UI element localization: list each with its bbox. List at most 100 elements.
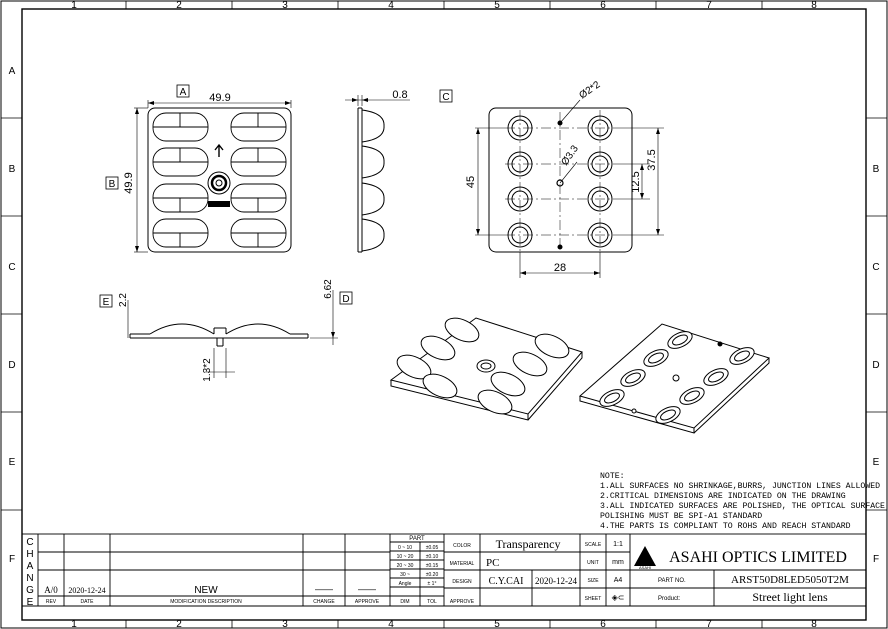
bottom-outline bbox=[488, 107, 633, 253]
col-label-4: 4 bbox=[388, 0, 394, 11]
modification-description: NEW bbox=[194, 585, 218, 596]
center-hole bbox=[556, 179, 564, 187]
rev-date: 2020-12-24 bbox=[68, 586, 105, 595]
direction-arrow-icon bbox=[214, 143, 224, 157]
view-tag-a bbox=[176, 84, 190, 98]
tolerance-title: PART bbox=[409, 536, 425, 542]
note-line: POLISHING MUST BE SPI-A1 STANDARD bbox=[600, 512, 762, 521]
note-line: 2.CRITICAL DIMENSIONS ARE INDICATED ON T… bbox=[600, 492, 846, 501]
col-label-3: 3 bbox=[282, 619, 288, 629]
rev-value: A/0 bbox=[44, 585, 58, 595]
dim-bottom-pin: 1.3*2 bbox=[202, 358, 213, 382]
material-label: MATERIAL bbox=[450, 561, 475, 567]
isometric-bottom-view bbox=[578, 323, 770, 434]
row-label-f: F bbox=[873, 554, 879, 565]
view-tag-b bbox=[105, 176, 119, 190]
scale-label: SCALE bbox=[585, 542, 602, 548]
hdr-approve: APPROVE bbox=[355, 599, 380, 605]
note-line: 4.THE PARTS IS COMPLIANT TO ROHS AND REA… bbox=[600, 522, 851, 531]
tol-dim-header: DIM bbox=[400, 599, 409, 605]
view-a-labels: A 49.9 B 49.9 bbox=[105, 84, 231, 194]
view-e-labels: E 2.2 6.62 1.3*2 D bbox=[99, 279, 353, 382]
view-tag-e bbox=[99, 294, 113, 308]
dim-thickness: 0.8 bbox=[392, 89, 407, 101]
view-tag-b-text: B bbox=[109, 179, 116, 190]
row-label-e: E bbox=[873, 457, 880, 468]
view-tag-e-text: E bbox=[103, 297, 110, 308]
part-no-label: PART NO. bbox=[658, 578, 686, 584]
notes-block: NOTE: 1.ALL SURFACES NO SHRINKAGE,BURRS,… bbox=[600, 472, 885, 531]
dim-boss-height: 6.62 bbox=[323, 279, 334, 299]
col-label-2: 2 bbox=[176, 0, 182, 11]
company-logo-text: ASAHI bbox=[639, 565, 651, 570]
dim-overall-height: 45 bbox=[465, 176, 477, 188]
change-letter: A bbox=[27, 561, 34, 572]
tol-tol-header: TOL bbox=[427, 599, 437, 605]
logo-label: typeM bbox=[212, 202, 226, 208]
col-label-5: 5 bbox=[494, 619, 500, 629]
color-label: COLOR bbox=[453, 543, 471, 549]
view-a-top-view: typeM bbox=[134, 100, 292, 253]
hdr-change: CHANGE bbox=[313, 599, 335, 605]
row-label-d: D bbox=[8, 360, 15, 371]
logo-mark bbox=[208, 201, 230, 207]
tol-dim: 0 ~ 10 bbox=[398, 545, 412, 551]
tol-value: ±0.20 bbox=[426, 572, 439, 578]
view-c-bottom-view bbox=[475, 99, 664, 278]
design-label: DESIGN bbox=[452, 579, 472, 585]
tol-value: ±0.10 bbox=[426, 554, 439, 560]
col-label-7: 7 bbox=[706, 619, 712, 629]
row-label-c: C bbox=[8, 262, 15, 273]
dim-span: 37.5 bbox=[646, 149, 658, 170]
tol-value: ±0.05 bbox=[426, 545, 439, 551]
locating-pin bbox=[557, 244, 563, 250]
row-label-d: D bbox=[872, 360, 879, 371]
tol-dim: 20 ~ 30 bbox=[397, 563, 414, 569]
product-name: Street light lens bbox=[752, 590, 828, 604]
change-letter: G bbox=[26, 585, 34, 596]
change-mark: —— bbox=[315, 584, 333, 594]
change-letter: H bbox=[26, 549, 33, 560]
view-tag-c bbox=[439, 89, 453, 103]
note-line: 3.ALL INDICATED SURFACES ARE POLISHED, T… bbox=[600, 502, 885, 511]
lens-outline bbox=[147, 107, 292, 253]
col-label-1: 1 bbox=[71, 619, 77, 629]
tol-dim: Angle bbox=[399, 581, 412, 587]
size-label: SIZE bbox=[587, 578, 599, 584]
row-labels-left: A B C D E F bbox=[8, 66, 15, 565]
view-tag-a-text: A bbox=[180, 87, 187, 98]
hdr-rev: REV bbox=[46, 599, 57, 605]
designer: C.Y.CAI bbox=[489, 576, 524, 587]
view-tag-d bbox=[339, 291, 353, 305]
scale-value: 1:1 bbox=[613, 541, 623, 548]
center-boss bbox=[207, 171, 231, 195]
approve-mark: —— bbox=[358, 584, 376, 594]
title-block-text: C H A N G E A/0 2020-12-24 NEW —— —— REV… bbox=[26, 536, 849, 608]
dim-height: 49.9 bbox=[123, 172, 135, 193]
col-label-8: 8 bbox=[811, 619, 817, 629]
change-letter: C bbox=[26, 537, 33, 548]
tol-value: ± 1° bbox=[428, 581, 437, 587]
col-label-2: 2 bbox=[176, 619, 182, 629]
sheet-label: SHEET bbox=[585, 596, 602, 602]
color-value: Transparency bbox=[496, 537, 561, 551]
dim-pin: Ø2*2 bbox=[577, 79, 602, 101]
col-label-6: 6 bbox=[600, 0, 606, 11]
isometric-top-view bbox=[389, 317, 583, 421]
row-label-a: A bbox=[9, 66, 16, 77]
col-label-3: 3 bbox=[282, 0, 288, 11]
part-no: ARST50D8LED5050T2M bbox=[731, 574, 849, 586]
col-label-8: 8 bbox=[811, 0, 817, 11]
row-label-b: B bbox=[9, 164, 16, 175]
dim-hole-spacing: 28 bbox=[554, 262, 566, 274]
size-value: A4 bbox=[614, 577, 623, 584]
tol-value: ±0.15 bbox=[426, 563, 439, 569]
lens-cells bbox=[152, 112, 287, 248]
column-labels-top: 1 2 3 4 5 6 7 8 bbox=[71, 0, 817, 11]
row-labels-right: B C D E F bbox=[872, 164, 879, 565]
view-e-section bbox=[127, 290, 338, 378]
hdr-modification: MODIFICATION DESCRIPTION bbox=[170, 599, 242, 605]
col-label-6: 6 bbox=[600, 619, 606, 629]
